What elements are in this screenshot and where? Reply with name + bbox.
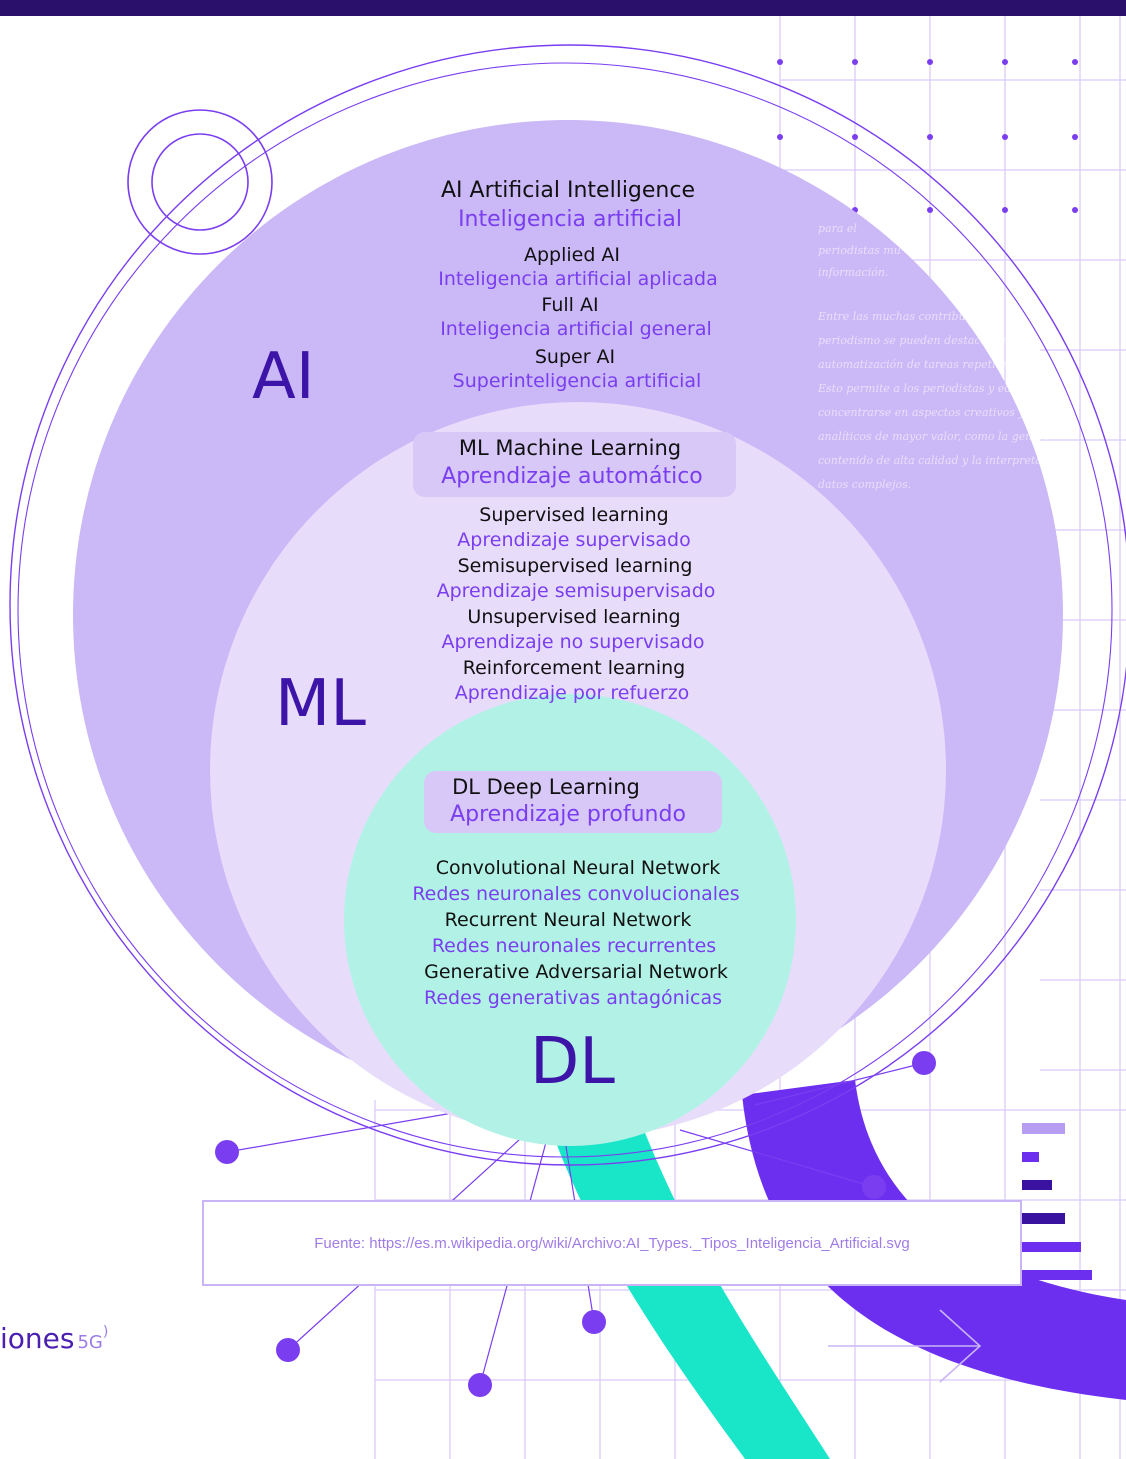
faint-line: automatización de tareas repetitivas y [818, 358, 1032, 371]
ml-item-es: Aprendizaje supervisado [457, 529, 691, 551]
outer-ring-2 [17, 62, 1113, 1158]
dl-title-es: Aprendizaje profundo [450, 802, 686, 827]
faint-line: analíticos de mayor valor, como la gener… [818, 430, 1048, 443]
small-ring-outer [127, 109, 273, 255]
dl-title-pill [424, 771, 722, 833]
dl-item-en: Generative Adversarial Network [424, 961, 728, 983]
dot-grid [777, 59, 1078, 213]
dl-item-es: Redes neuronales recurrentes [431, 935, 717, 957]
source-caption: Fuente: https://es.m.wikipedia.org/wiki/… [202, 1200, 1022, 1286]
faint-line: Entre las muchas contribuciones [818, 310, 1002, 323]
connector-dots [215, 1051, 936, 1397]
faint-line: datos complejos. [818, 478, 912, 491]
faint-line: contenido de alta calidad y la interpret… [818, 454, 1048, 467]
faint-paragraph: para el periodistas mu información. Entr… [818, 222, 1048, 502]
ml-title-pill [413, 432, 736, 497]
arrow-icon [828, 1309, 982, 1383]
ai-title-en: AI Artificial Intelligence [440, 178, 696, 203]
ml-title-en: ML Machine Learning [458, 436, 682, 460]
faint-line: para el [818, 222, 857, 235]
source-text: Fuente: https://es.m.wikipedia.org/wiki/… [314, 1234, 910, 1252]
ai-item-es: Inteligencia artificial general [440, 318, 712, 340]
faint-line: periodismo se pueden destacar en [818, 334, 1010, 347]
ai-big-label: AI [252, 340, 315, 414]
signal-icon: ) [102, 1324, 109, 1340]
ai-item-en: Applied AI [523, 244, 621, 266]
ml-big-label: ML [275, 667, 366, 741]
brand-logo-badge: 5G [77, 1332, 103, 1353]
ai-title-es: Inteligencia artificial [458, 207, 682, 232]
brand-logo-text: iones [0, 1322, 75, 1355]
faint-line: concentrarse en aspectos creativos y pro… [818, 406, 1048, 419]
ai-item-en: Full AI [541, 294, 599, 316]
dl-title-en: DL Deep Learning [452, 775, 640, 799]
top-band [0, 0, 1126, 16]
small-ring-inner [151, 133, 249, 231]
ai-item-es: Superinteligencia artificial [452, 370, 702, 392]
bar-decorations [1022, 1123, 1092, 1280]
ai-item-en: Super AI [534, 346, 616, 368]
ml-item-en: Reinforcement learning [462, 657, 686, 679]
faint-line: periodistas mu [818, 244, 901, 257]
ml-item-en: Unsupervised learning [467, 606, 681, 628]
outer-ring [9, 44, 1126, 1166]
ml-title-es: Aprendizaje automático [441, 464, 703, 489]
faint-line: Esto permite a los periodistas y editore… [818, 382, 1044, 395]
faint-line: información. [818, 266, 889, 279]
ml-item-en: Semisupervised learning [457, 555, 693, 577]
ml-item-en: Supervised learning [479, 504, 669, 526]
ml-item-es: Aprendizaje por refuerzo [454, 682, 690, 704]
ml-item-es: Aprendizaje semisupervisado [436, 580, 716, 602]
ml-item-es: Aprendizaje no supervisado [441, 631, 705, 653]
ai-item-es: Inteligencia artificial aplicada [438, 268, 718, 290]
dl-item-en: Convolutional Neural Network [435, 857, 721, 879]
dl-item-es: Redes neuronales convolucionales [412, 883, 740, 905]
dl-big-label: DL [530, 1025, 615, 1099]
dl-item-es: Redes generativas antagónicas [424, 987, 722, 1009]
dl-item-en: Recurrent Neural Network [444, 909, 692, 931]
